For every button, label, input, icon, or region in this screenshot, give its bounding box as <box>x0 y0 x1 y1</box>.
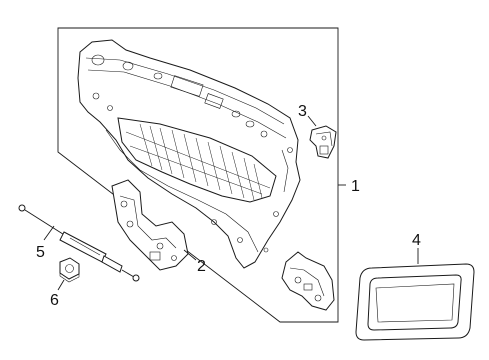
callout-3-leader <box>307 115 317 127</box>
part-5-gas-strut <box>18 204 140 282</box>
rear-panel <box>77 39 301 269</box>
callout-3-number: 3 <box>298 103 307 120</box>
callout-6-leader <box>57 279 65 291</box>
callout-6-number: 6 <box>50 292 59 309</box>
part-3-clip <box>309 125 337 159</box>
latch-bracket <box>281 251 335 311</box>
callout-1-number: 1 <box>351 178 360 195</box>
part-2-bracket <box>111 179 189 271</box>
part-4-seal <box>355 263 475 341</box>
assembly-boundary <box>57 27 339 323</box>
callout-5-leader <box>43 225 55 241</box>
callout-5-number: 5 <box>36 244 45 261</box>
callout-2-number: 2 <box>197 258 206 275</box>
callout-2-leader <box>183 249 197 261</box>
pan-ribs <box>125 123 271 201</box>
part-6-nut <box>59 257 80 283</box>
callout-4-number: 4 <box>412 232 421 249</box>
